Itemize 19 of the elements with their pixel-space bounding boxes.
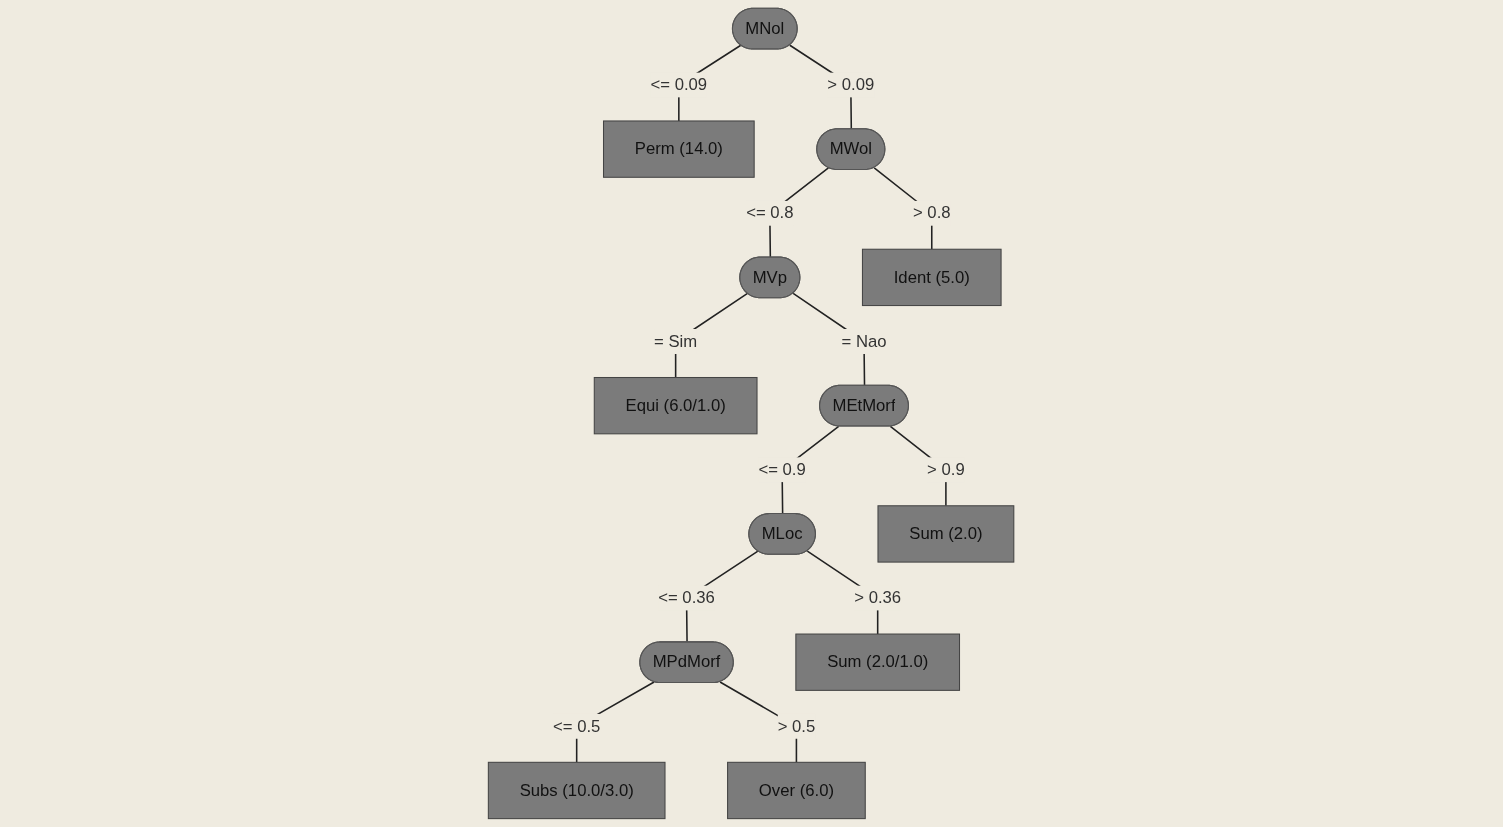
edge-label: > 0.8	[913, 203, 951, 222]
node-box: Perm (14.0)	[603, 120, 756, 178]
node-box: Over (6.0)	[727, 761, 867, 820]
edge-label: <= 0.9	[758, 460, 807, 479]
edge-label: > 0.36	[854, 588, 902, 607]
edge-label: > 0.09	[827, 75, 875, 94]
edge-label: = Nao	[841, 332, 887, 350]
node-box: Ident (5.0)	[862, 248, 1002, 307]
node-box: Equi (6.0/1.0)	[594, 377, 758, 435]
edge-label: <= 0.8	[746, 203, 794, 222]
edge-label: > 0.5	[778, 716, 816, 735]
edge-label: <= 0.36	[658, 588, 716, 607]
edge-label: > 0.9	[927, 460, 966, 479]
node-box: Sum (2.0/1.0)	[795, 633, 961, 691]
edge-label: <= 0.09	[650, 75, 708, 94]
edge-label: <= 0.5	[553, 716, 601, 735]
node-box: Sum (2.0)	[877, 505, 1015, 563]
node-box: Subs (10.0/3.0)	[488, 761, 666, 820]
edge-label: = Sim	[654, 332, 698, 350]
